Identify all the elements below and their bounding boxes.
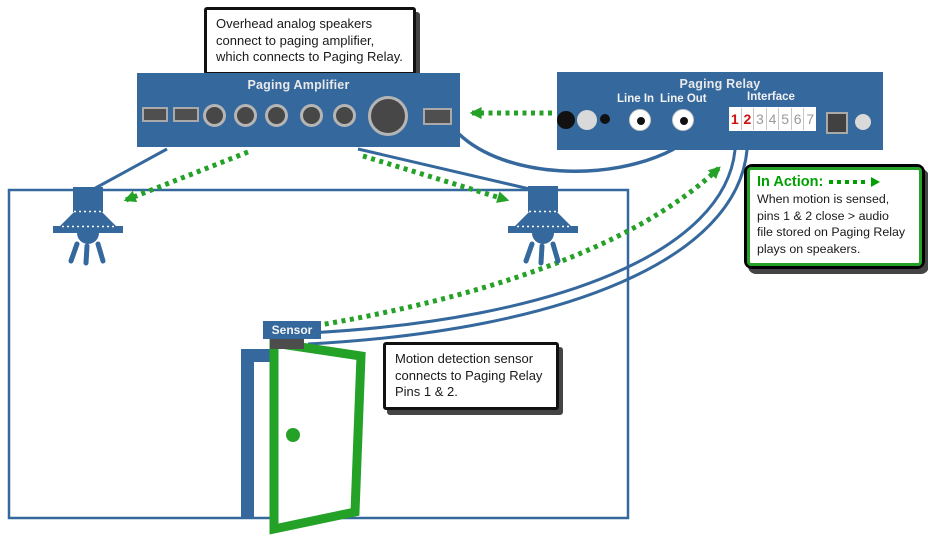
amp-knob[interactable]	[234, 104, 257, 127]
in-action-text-line: file stored on Paging Relay	[757, 225, 906, 239]
relay-small-button[interactable]	[600, 114, 610, 124]
door-knob	[286, 428, 300, 442]
right-speaker-sound-waves	[523, 241, 561, 266]
callout-text-line: connects to Paging Relay	[395, 367, 543, 383]
relay-black-knob[interactable]	[557, 111, 575, 129]
overhead-speakers-callout: Overhead analog speakers connect to pagi…	[204, 7, 416, 75]
wire-amp-to-left-speaker	[89, 147, 168, 193]
paging-relay-title: Paging Relay	[679, 77, 761, 91]
callout-text-line: Pins 1 & 2.	[395, 384, 458, 399]
pin-7[interactable]: 7	[803, 108, 816, 130]
line-out-jack-hole	[680, 117, 688, 125]
paging-amplifier: Paging Amplifier	[137, 73, 460, 147]
motion-sensor-callout: Motion detection sensor connects to Pagi…	[383, 342, 559, 410]
paging-amplifier-title: Paging Amplifier	[247, 78, 350, 92]
pin-1[interactable]: 1	[730, 111, 739, 127]
amp-volume-knob[interactable]	[368, 96, 408, 136]
line-out-jack[interactable]	[672, 109, 694, 131]
relay-gray-knob[interactable]	[577, 110, 597, 130]
line-in-jack-hole	[637, 117, 645, 125]
in-action-box: In Action: When motion is sensed, pins 1…	[744, 164, 925, 269]
pin-3[interactable]: 3	[753, 108, 766, 130]
pin-4[interactable]: 4	[765, 108, 779, 130]
wire-relay-pin2-to-sensor	[307, 149, 749, 346]
in-action-text-line: plays on speakers.	[757, 241, 861, 256]
left-speaker	[53, 187, 123, 266]
in-action-text-line: pins 1 & 2 close > audio	[757, 208, 889, 223]
amp-knob[interactable]	[203, 104, 226, 127]
flow-arrow-amp-to-left-speaker	[123, 149, 249, 203]
dotted-line-icon	[829, 180, 866, 184]
wire-relay-pin1-to-sensor	[307, 149, 737, 335]
amp-switch-button[interactable]	[423, 108, 452, 125]
interface-label: Interface	[747, 91, 795, 103]
in-action-box-inner: In Action: When motion is sensed, pins 1…	[747, 167, 922, 266]
callout-text-line: Motion detection sensor	[395, 351, 534, 366]
wire-amp-to-relay-audio	[457, 132, 675, 173]
arrowhead-icon	[871, 177, 881, 187]
line-in-label: Line In	[617, 93, 655, 105]
door-frame	[241, 349, 278, 518]
flow-arrow-sensor-to-relay	[307, 166, 721, 330]
line-out-label: Line Out	[660, 93, 707, 105]
in-action-text-line: When motion is sensed,	[757, 192, 890, 206]
callout-text-line: connect to paging amplifier,	[216, 32, 375, 48]
left-speaker-sound-waves	[68, 241, 106, 266]
callout-text-line: Overhead analog speakers	[216, 16, 373, 31]
relay-square-button[interactable]	[826, 112, 848, 134]
callout-text-line: which connects to Paging Relay.	[216, 49, 403, 64]
wire-amp-to-right-speaker	[357, 147, 535, 192]
amp-knob[interactable]	[265, 104, 288, 127]
line-in-jack[interactable]	[629, 109, 651, 131]
pin-2[interactable]: 2	[740, 108, 754, 130]
amp-switch-button[interactable]	[142, 107, 168, 122]
pin-6[interactable]: 6	[790, 108, 804, 130]
relay-round-button[interactable]	[855, 114, 871, 130]
interface-pin-strip: 1 2 3 4 5 6 7	[729, 107, 816, 131]
amp-knob[interactable]	[300, 104, 323, 127]
amp-knob[interactable]	[333, 104, 356, 127]
sensor-label: Sensor	[263, 321, 321, 339]
pin-5[interactable]: 5	[778, 108, 791, 130]
amp-switch-button[interactable]	[173, 107, 199, 122]
paging-relay: Paging Relay Line In Line Out Interface …	[557, 72, 883, 150]
open-door	[269, 337, 366, 535]
in-action-title: In Action:	[757, 174, 824, 190]
motion-sensor-device	[270, 339, 304, 349]
right-speaker	[508, 186, 578, 266]
